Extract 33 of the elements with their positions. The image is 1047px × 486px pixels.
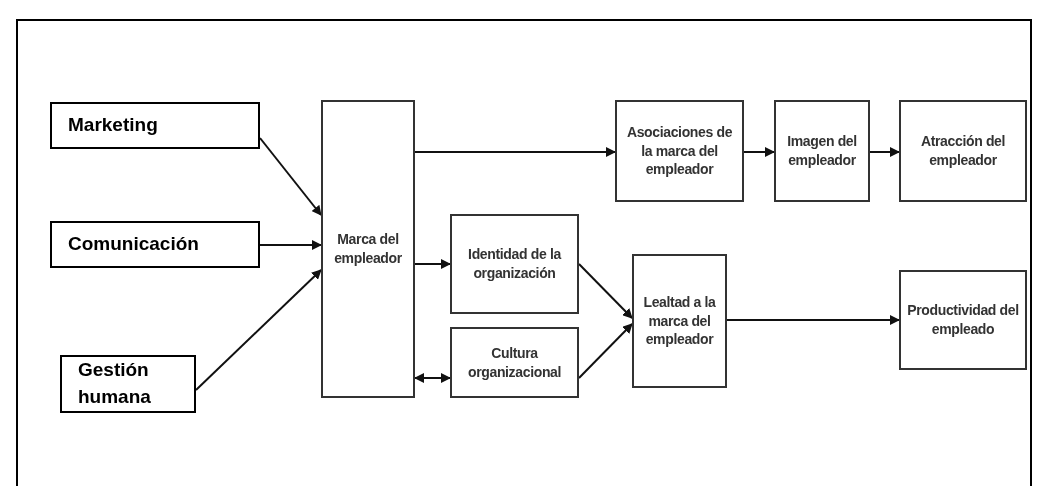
arrow [726, 315, 900, 325]
process-box [774, 100, 870, 202]
arrow [869, 147, 900, 157]
box-label: Marketing [68, 113, 159, 138]
box-label: Productividad del empleado [906, 301, 1020, 339]
arrow [195, 269, 322, 391]
box-label: Imagen del empleador [786, 132, 858, 170]
process-box [50, 102, 260, 149]
process-box [450, 327, 579, 398]
box-label: Atracción del empleador [919, 132, 1007, 170]
arrow [578, 323, 633, 379]
arrow [414, 373, 451, 383]
process-box [50, 221, 260, 268]
arrow [259, 240, 322, 250]
arrow [259, 137, 322, 216]
arrow [743, 147, 775, 157]
box-label: Marca del empleador [333, 230, 403, 268]
box-label: Cultura organizacional [466, 343, 563, 382]
arrow [578, 263, 633, 319]
process-box [899, 100, 1027, 202]
process-box [450, 214, 579, 314]
box-label: Identidad de la organización [467, 245, 563, 283]
arrow [414, 147, 616, 157]
process-box [632, 254, 727, 388]
box-label: Comunicación [68, 232, 200, 257]
process-box [60, 355, 196, 413]
box-label: Gestión humana [78, 358, 152, 409]
box-label: Lealtad a la marca del empleador [642, 292, 717, 350]
process-box [899, 270, 1027, 370]
process-box [615, 100, 744, 202]
box-label: Asociaciones de la marca del empleador [625, 122, 734, 180]
arrow [414, 259, 451, 269]
process-box [321, 100, 415, 398]
